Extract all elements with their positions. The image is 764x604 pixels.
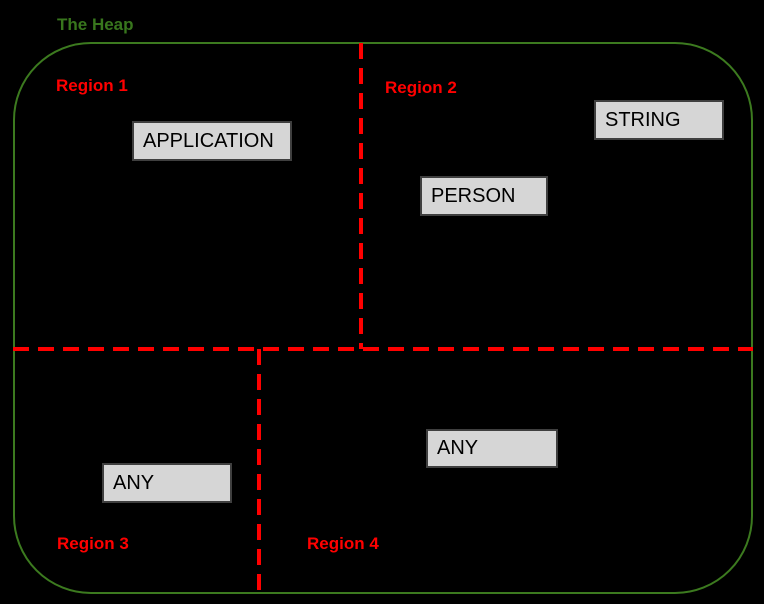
object-box-any-region3: ANY [102,463,232,503]
region-2-label: Region 2 [385,78,457,97]
object-box-string: STRING [594,100,724,140]
region-1-label: Region 1 [56,76,128,95]
region-3-label: Region 3 [57,534,129,553]
heap-title: The Heap [57,15,134,34]
object-box-any-region4: ANY [426,429,558,468]
heap-outline [13,42,753,594]
object-box-application: APPLICATION [132,121,292,161]
object-box-person: PERSON [420,176,548,216]
region-4-label: Region 4 [307,534,379,553]
